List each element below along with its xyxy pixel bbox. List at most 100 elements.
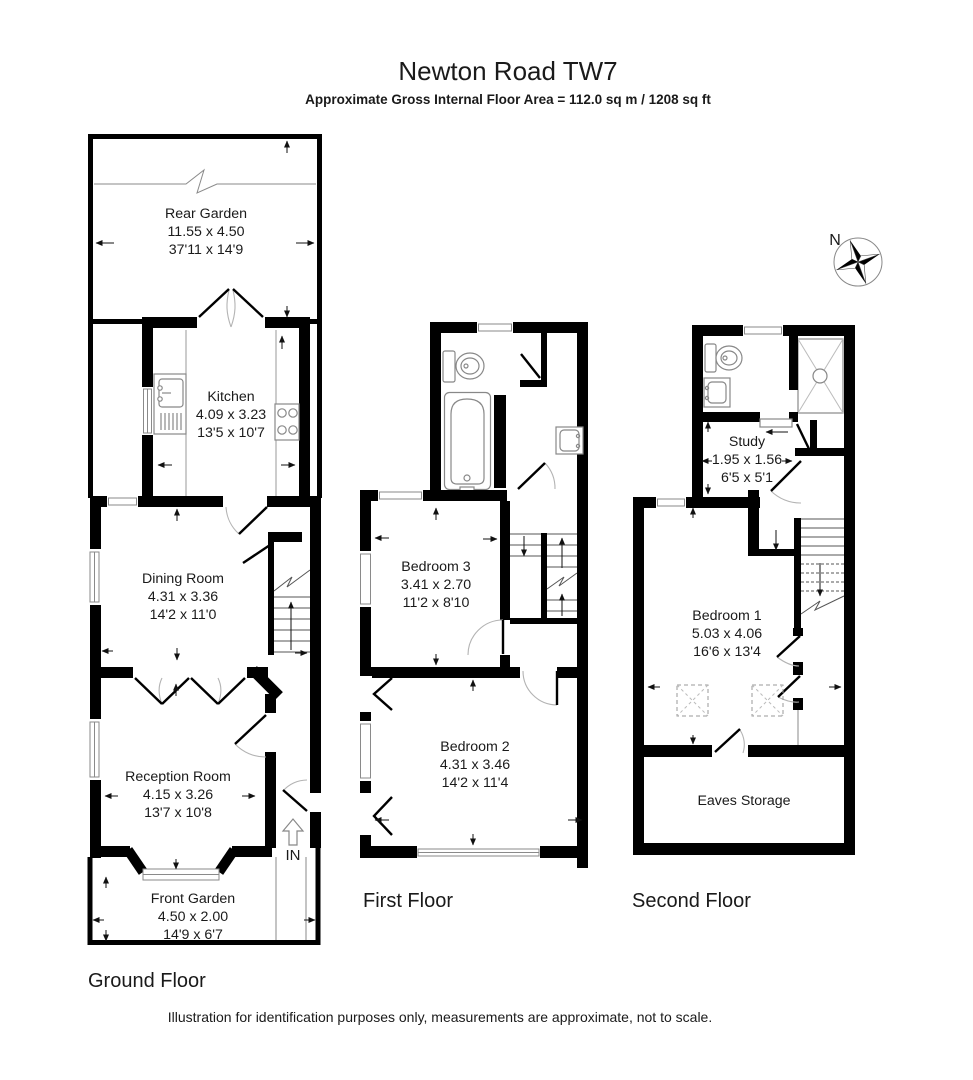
bedroom1-right-wall-2 <box>793 662 803 675</box>
bedroom3-label: Bedroom 3 3.41 x 2.70 11'2 x 8'10 <box>401 559 471 611</box>
french-door-opening <box>197 316 265 329</box>
french-door-arc-right <box>230 289 236 328</box>
reception-room-label: Reception Room 4.15 x 3.26 13'7 x 10'8 <box>125 769 231 821</box>
room-size-metric: 4.09 x 3.23 <box>196 407 266 423</box>
front-garden-boundary <box>87 846 321 945</box>
landing-wall <box>757 549 794 556</box>
room-size-imperial: 6'5 x 5'1 <box>721 470 773 486</box>
study-label: Study 1.95 x 1.56 6'5 x 5'1 <box>712 434 782 486</box>
bay-chamfer-left <box>123 847 148 875</box>
page-title: Newton Road TW7 <box>398 56 617 86</box>
sf-topleft-wall <box>692 325 703 497</box>
building-wall-right-lower <box>310 812 321 848</box>
bedroom1-window <box>657 498 685 507</box>
kitchen-wall-right <box>299 317 310 507</box>
bathroom-door-leaf <box>517 462 546 490</box>
sf-landing-wall-top <box>795 448 855 456</box>
closet1-bifold-door <box>372 677 393 711</box>
skylight-right <box>751 684 784 717</box>
hob-icon <box>274 403 300 441</box>
ground-floor-plan: IN <box>87 134 322 992</box>
second-floor-dim-arrows <box>647 421 842 745</box>
rear-garden-label: Rear Garden 11.55 x 4.50 37'11 x 14'9 <box>165 206 247 258</box>
front-garden-label: Front Garden 4.50 x 2.00 14'9 x 6'7 <box>151 891 235 943</box>
compass-circle <box>833 237 883 287</box>
ground-floor-dim-arrows <box>92 140 316 942</box>
eaves-top-wall-left <box>633 745 712 757</box>
study-shelf <box>759 418 793 428</box>
room-size-imperial: 13'7 x 10'8 <box>144 805 212 821</box>
ground-floor-label: Ground Floor <box>88 970 206 992</box>
dining-reception-double-doors <box>134 677 246 705</box>
header: Newton Road TW7 Approximate Gross Intern… <box>305 56 711 107</box>
ff-right-wall <box>577 322 588 868</box>
room-size-metric: 11.55 x 4.50 <box>167 224 244 240</box>
french-door-arc-left <box>226 289 232 328</box>
chimney-chamfer-wall <box>249 666 283 700</box>
room-size-metric: 4.50 x 2.00 <box>158 909 228 925</box>
cupboard-door-leaf <box>520 353 541 379</box>
room-size-metric: 5.03 x 4.06 <box>692 626 762 642</box>
study-top-wall <box>703 412 760 422</box>
bedroom3-niche-window <box>360 553 371 605</box>
compass-rose: N <box>829 232 883 287</box>
north-label: N <box>829 232 841 249</box>
bedroom2-top-wall-left <box>360 667 520 678</box>
room-name: Eaves Storage <box>697 793 790 809</box>
room-name: Bedroom 1 <box>692 608 762 624</box>
room-size-metric: 4.15 x 3.26 <box>143 787 213 803</box>
french-door-leaf-right <box>232 288 264 318</box>
room-size-metric: 3.41 x 2.70 <box>401 577 471 593</box>
entrance-in-label: IN <box>286 847 301 864</box>
entrance-door-arc <box>282 779 308 792</box>
disclaimer-text: Illustration for identification purposes… <box>168 1009 712 1025</box>
bedroom2-label: Bedroom 2 4.31 x 3.46 14'2 x 11'4 <box>440 739 510 791</box>
room-name: Reception Room <box>125 769 231 785</box>
room-size-imperial: 16'6 x 13'4 <box>693 644 761 660</box>
bedroom3-wall-right-lower <box>500 655 510 667</box>
bay-chamfer-right <box>214 847 239 875</box>
dining-window <box>108 497 137 506</box>
sf-closet-wall <box>810 420 817 456</box>
reception-door-arc <box>234 743 267 758</box>
bedroom1-label: Bedroom 1 5.03 x 4.06 16'6 x 13'4 <box>692 608 762 660</box>
toilet-icon-second-floor <box>704 343 743 373</box>
study-door-leaf <box>770 460 802 492</box>
shower-icon <box>797 338 844 414</box>
room-size-metric: 4.31 x 3.46 <box>440 757 510 773</box>
room-name: Front Garden <box>151 891 235 907</box>
eaves-door-leaf <box>714 728 741 753</box>
front-wall-right <box>232 846 272 857</box>
room-size-metric: 4.31 x 3.36 <box>148 589 218 605</box>
sf-right-wall <box>844 325 855 855</box>
floor-area-subtitle: Approximate Gross Internal Floor Area = … <box>305 92 711 107</box>
room-size-imperial: 11'2 x 8'10 <box>403 595 470 611</box>
first-floor-stairs <box>510 533 578 624</box>
sink-icon-second-floor <box>703 377 731 408</box>
study-door-arc <box>770 490 802 504</box>
room-size-metric: 1.95 x 1.56 <box>712 452 782 468</box>
room-name: Kitchen <box>207 389 254 405</box>
room-size-imperial: 37'11 x 14'9 <box>169 242 244 258</box>
second-floor-plan: Study 1.95 x 1.56 6'5 x 5'1 Bedroom 1 5.… <box>632 324 855 912</box>
room-name: Bedroom 2 <box>440 739 510 755</box>
side-garden-wall-left <box>88 322 93 498</box>
room-name: Rear Garden <box>165 206 247 222</box>
bath-icon <box>443 391 492 494</box>
bedroom3-door-arc <box>467 619 504 656</box>
bedroom2-bottom-wall-right <box>540 846 588 858</box>
entrance-in-arrow <box>281 818 305 846</box>
front-wall-left <box>90 846 130 857</box>
toilet-icon-first-floor <box>442 350 485 383</box>
dining-room-label: Dining Room 4.31 x 3.36 14'2 x 11'0 <box>142 571 224 623</box>
bathroom-wall-left <box>430 322 441 500</box>
dining-bottom-wall-left <box>90 667 133 678</box>
kitchen-sink-icon <box>153 373 187 435</box>
eaves-top-wall-right <box>748 745 855 757</box>
ff-top-window <box>478 323 512 332</box>
kitchen-dining-door-arc <box>225 506 240 535</box>
closet2-bifold-door <box>372 796 393 836</box>
bathroom-divider-wall <box>494 395 506 488</box>
closet1-gap <box>359 676 372 712</box>
closet2-gap <box>359 793 372 835</box>
